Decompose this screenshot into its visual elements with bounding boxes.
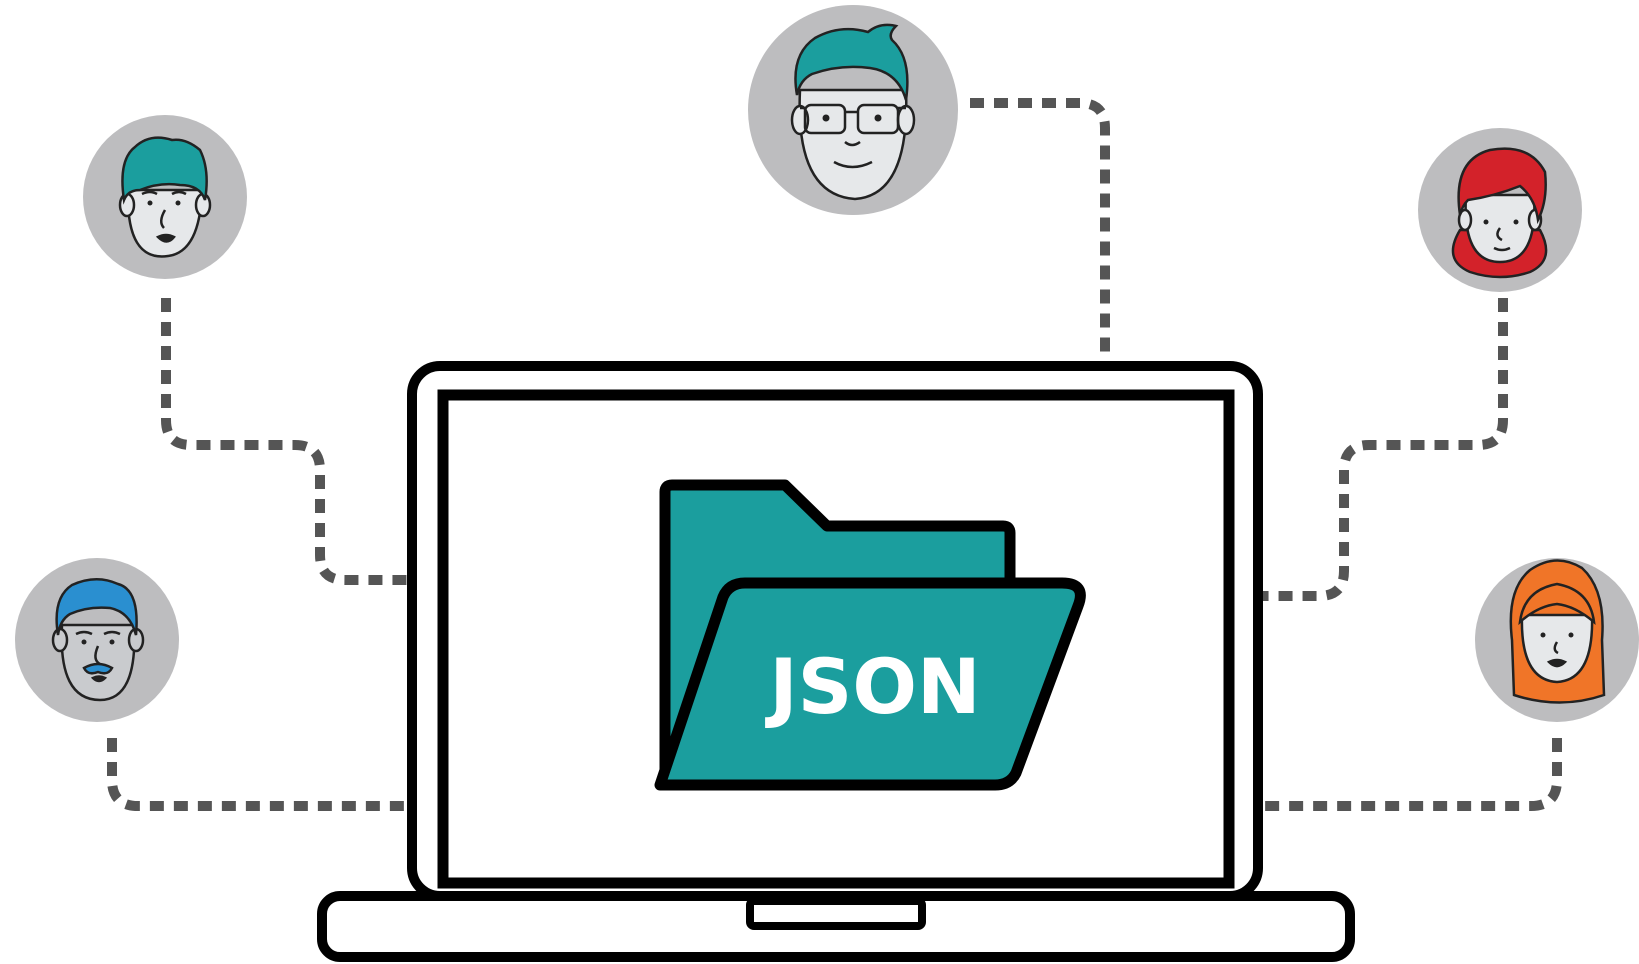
connector-top-left xyxy=(161,298,410,585)
face-icon xyxy=(1451,147,1548,279)
avatar-bottom-left xyxy=(15,558,179,722)
avatar-top-left xyxy=(83,115,247,279)
folder-front xyxy=(654,577,1086,791)
face-with-mustache-icon xyxy=(51,578,145,702)
folder-label: JSON xyxy=(764,642,980,731)
avatar-top-right xyxy=(1418,128,1582,292)
connector-top-center xyxy=(970,98,1110,370)
face-icon xyxy=(1509,559,1606,704)
json-folder-icon: JSON xyxy=(654,479,1086,791)
connector-bottom-right xyxy=(1262,738,1562,811)
laptop-trackpad-notch xyxy=(746,897,926,930)
face-with-glasses-icon xyxy=(790,23,916,201)
connector-bottom-left xyxy=(107,738,410,811)
face-icon xyxy=(118,136,212,258)
connector-top-right xyxy=(1262,298,1508,601)
avatar-top-center xyxy=(748,5,958,215)
avatar-bottom-right xyxy=(1475,558,1639,722)
connectors xyxy=(107,98,1562,811)
